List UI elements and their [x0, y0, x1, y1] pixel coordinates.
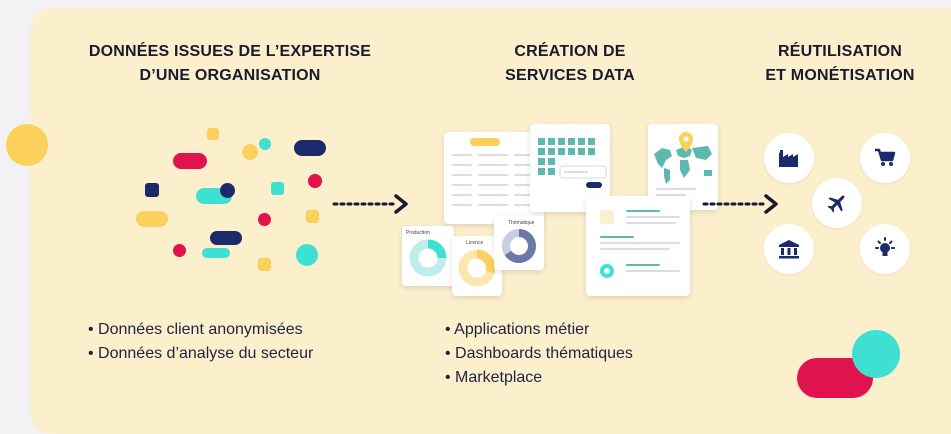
- teal-pill: [202, 248, 230, 258]
- navy-pill: [294, 140, 326, 156]
- list-item: Données client anonymisées: [88, 318, 313, 342]
- world-map-icon: [654, 132, 712, 196]
- list-item: Applications métier: [445, 318, 633, 342]
- card-label: Production: [406, 230, 430, 236]
- teal-dot: [296, 244, 318, 266]
- title-line-1: RÉUTILISATION: [777, 43, 903, 60]
- red-dot: [258, 213, 271, 226]
- decorative-teal-circle: [852, 330, 900, 378]
- decorative-yellow-circle: [6, 124, 48, 166]
- detail-card: [586, 196, 690, 296]
- card-label: Thématique: [508, 220, 535, 226]
- list-item: Marketplace: [445, 366, 633, 390]
- donut-card-production: Production: [402, 226, 454, 286]
- yellow-square: [306, 210, 319, 223]
- arrow-right-icon: [702, 194, 778, 214]
- data-sources-list: Données client anonymisées Données d’ana…: [88, 318, 313, 366]
- column-title-data-sources: DONNÉES ISSUES DE L’EXPERTISE D’UNE ORGA…: [30, 40, 430, 88]
- donut-card-licence: Licence: [452, 236, 502, 296]
- title-line-2: D’UNE ORGANISATION: [139, 67, 321, 84]
- card-label: Licence: [466, 240, 484, 246]
- yellow-tag: [470, 138, 500, 146]
- bulb-icon: [860, 224, 910, 274]
- plane-icon: [812, 178, 862, 228]
- donut-chart: [502, 229, 536, 263]
- list-item: Dashboards thématiques: [445, 342, 633, 366]
- yellow-pill: [136, 211, 168, 227]
- teal-square: [271, 182, 284, 195]
- donut-chart: [458, 249, 496, 287]
- navy-pill: [210, 231, 242, 245]
- factory-icon: [764, 133, 814, 183]
- title-line-1: DONNÉES ISSUES DE L’EXPERTISE: [88, 43, 372, 60]
- title-line-2: SERVICES DATA: [505, 67, 635, 84]
- yellow-dot: [242, 144, 258, 160]
- list-item: Données d’analyse du secteur: [88, 342, 313, 366]
- title-line-2: ET MONÉTISATION: [765, 67, 915, 84]
- donut-card-thematique: Thématique: [494, 216, 544, 270]
- bank-icon: [764, 224, 814, 274]
- table-card: [444, 132, 544, 224]
- teal-dot: [259, 138, 271, 150]
- column-title-reuse-monetization: RÉUTILISATION ET MONÉTISATION: [740, 40, 940, 88]
- red-pill: [173, 153, 207, 169]
- yellow-square: [207, 128, 219, 140]
- navy-dot: [220, 183, 235, 198]
- navy-square: [145, 183, 159, 197]
- arrow-right-icon: [332, 194, 408, 214]
- red-dot: [308, 174, 322, 188]
- map-card: [648, 124, 718, 210]
- data-services-list: Applications métier Dashboards thématiqu…: [445, 318, 633, 390]
- title-line-1: CRÉATION DE: [514, 43, 626, 60]
- red-dot: [173, 244, 186, 257]
- cart-icon: [860, 133, 910, 183]
- column-title-data-services: CRÉATION DE SERVICES DATA: [470, 40, 670, 88]
- grid-squares: [538, 138, 607, 188]
- yellow-square: [258, 258, 271, 271]
- donut-chart: [409, 239, 447, 277]
